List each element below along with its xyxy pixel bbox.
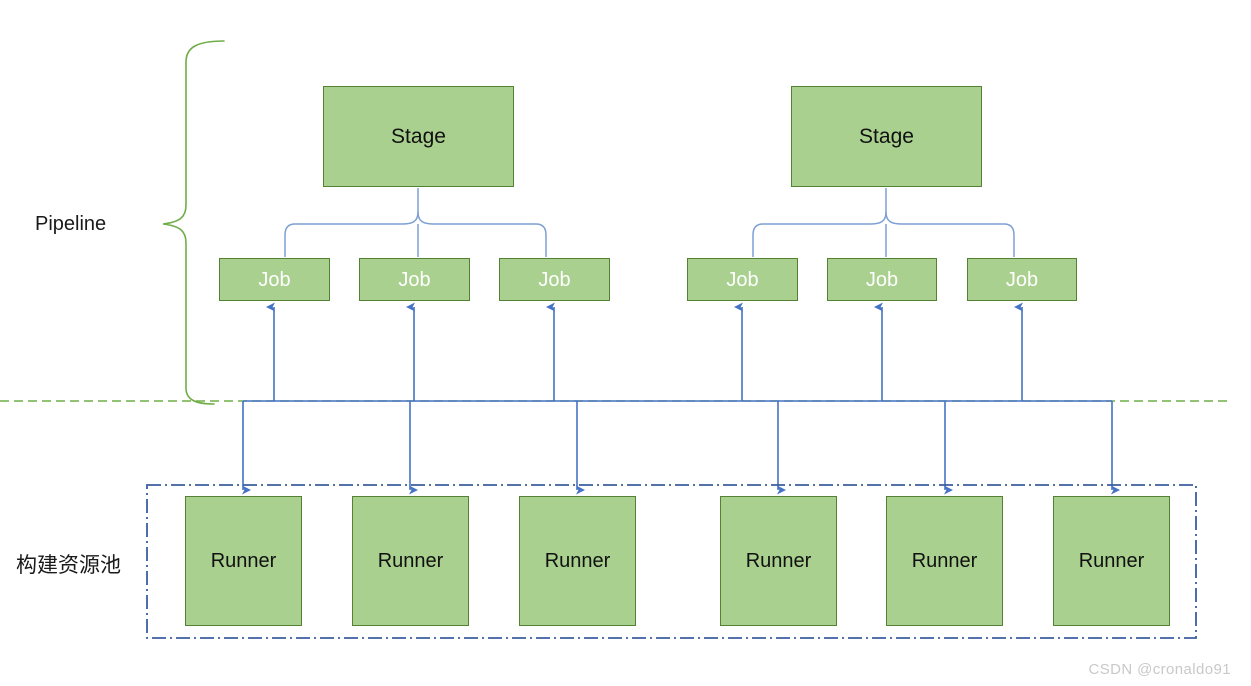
resource-pool-label: 构建资源池 [16,553,121,577]
resource-pool-boundary [146,484,1197,639]
runner-node-3[interactable]: Runner [519,496,636,626]
stage-node-1[interactable]: Stage [323,86,514,187]
job-node-1[interactable]: Job [219,258,330,301]
job-node-5[interactable]: Job [827,258,937,301]
runner-node-6[interactable]: Runner [1053,496,1170,626]
bus-to-runner-arrows [242,401,1120,495]
runner-node-1[interactable]: Runner [185,496,302,626]
watermark-text: CSDN @cronaldo91 [1088,661,1231,678]
job-node-2[interactable]: Job [359,258,470,301]
job-node-3[interactable]: Job [499,258,610,301]
stage-node-2[interactable]: Stage [791,86,982,187]
runner-node-5[interactable]: Runner [886,496,1003,626]
bus-to-job-arrows [266,302,1023,401]
job-node-4[interactable]: Job [687,258,798,301]
job-node-6[interactable]: Job [967,258,1077,301]
runner-node-2[interactable]: Runner [352,496,469,626]
pipeline-label: Pipeline [35,213,107,235]
pipeline-brace [162,40,225,405]
stage-to-jobs-connector-right [752,188,1015,257]
stage-to-jobs-connector-left [284,188,547,257]
runner-node-4[interactable]: Runner [720,496,837,626]
